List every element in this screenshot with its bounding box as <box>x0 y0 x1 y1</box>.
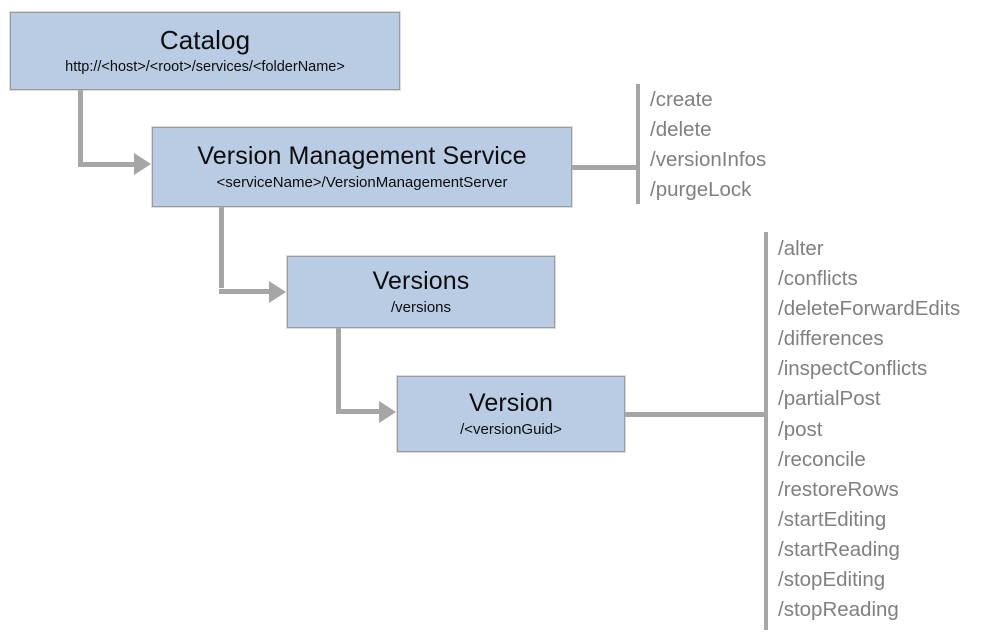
operation-item: /post <box>778 417 823 441</box>
operation-item: /inspectConflicts <box>778 357 928 381</box>
version-operations-list: /alter/conflicts/deleteForwardEdits/diff… <box>778 234 960 625</box>
node-version[interactable]: Version /<versionGuid> <box>397 376 625 452</box>
node-versions-subtitle: /versions <box>390 299 452 316</box>
operation-item: /purgeLock <box>650 178 752 201</box>
operation-item: /deleteForwardEdits <box>778 297 961 321</box>
node-version-management-service-subtitle: <serviceName>/VersionManagementServer <box>216 174 508 191</box>
arrowhead-service-to-versions <box>269 281 286 303</box>
operation-item: /alter <box>778 237 824 260</box>
connector-service-to-operations <box>572 165 638 170</box>
connector-versions-to-version-horizontal <box>336 409 379 414</box>
node-versions-title: Versions <box>372 266 470 295</box>
node-version-management-service-title: Version Management Service <box>197 141 527 170</box>
operation-item: /startReading <box>778 537 900 561</box>
connector-versions-to-version-vertical <box>336 328 341 410</box>
node-version-management-service[interactable]: Version Management Service <serviceName>… <box>152 127 572 207</box>
node-catalog-title: Catalog <box>159 25 251 56</box>
operation-item: /stopEditing <box>778 568 886 592</box>
service-operations-rule <box>636 84 640 204</box>
connector-catalog-to-service-vertical <box>78 90 83 165</box>
operation-item: /versionInfos <box>650 148 767 171</box>
operation-item: /conflicts <box>778 267 858 291</box>
node-version-title: Version <box>468 388 554 417</box>
operation-item: /differences <box>778 327 884 351</box>
arrowhead-catalog-to-service <box>134 153 151 175</box>
operation-item: /create <box>650 88 713 111</box>
operation-item: /startEditing <box>778 507 887 531</box>
operation-item: /delete <box>650 118 712 141</box>
node-versions[interactable]: Versions /versions <box>287 256 555 328</box>
operation-item: /reconcile <box>778 447 866 471</box>
connector-service-to-versions-horizontal <box>219 289 269 294</box>
version-operations-rule <box>764 232 768 630</box>
connector-version-to-operations <box>625 412 766 417</box>
operation-item: /partialPost <box>778 387 881 411</box>
node-catalog-subtitle: http://<host>/<root>/services/<folderNam… <box>65 58 345 75</box>
service-operations-list: /create/delete/versionInfos/purgeLock <box>650 85 766 205</box>
connector-catalog-to-service-horizontal <box>78 162 134 167</box>
arrowhead-versions-to-version <box>379 401 396 423</box>
node-version-subtitle: /<versionGuid> <box>460 421 562 438</box>
operation-item: /stopReading <box>778 598 899 622</box>
connector-service-to-versions-vertical <box>219 207 224 288</box>
node-catalog[interactable]: Catalog http://<host>/<root>/services/<f… <box>10 12 400 90</box>
operation-item: /restoreRows <box>778 477 899 501</box>
